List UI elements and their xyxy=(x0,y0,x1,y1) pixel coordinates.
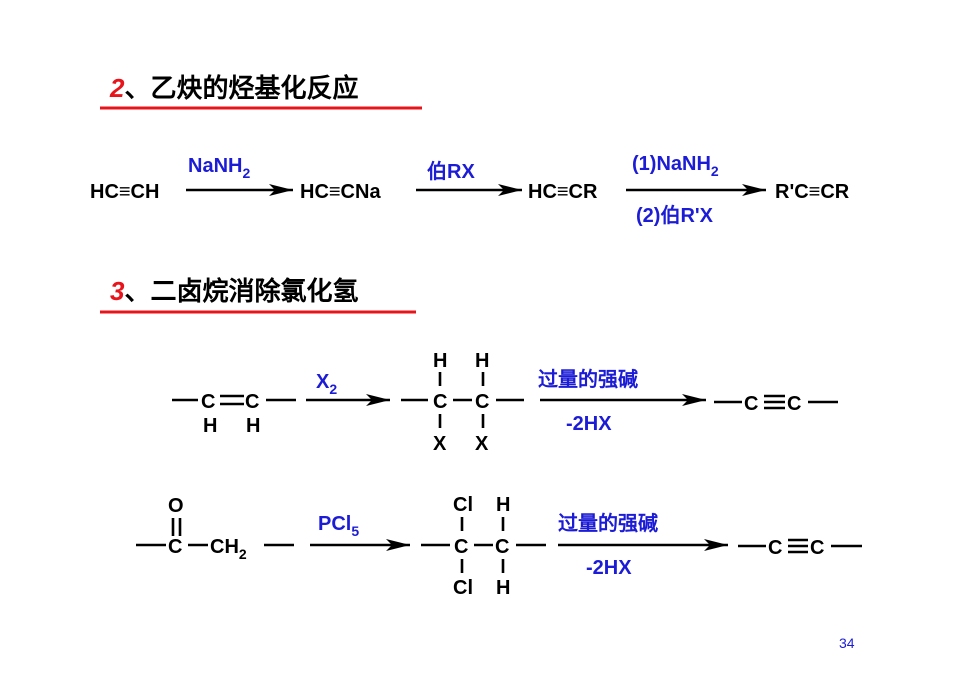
atom: H xyxy=(496,494,510,516)
dichloride-structure: Cl H C C Cl H xyxy=(421,494,546,599)
reagent-label: (1)NaNH2 xyxy=(632,153,719,179)
reagent-label: X2 xyxy=(316,371,337,397)
section-2-heading: 2、乙炔的烃基化反应 xyxy=(100,73,422,110)
atom: H xyxy=(475,350,489,372)
section-title-text: 、乙炔的烃基化反应 xyxy=(124,73,358,103)
reaction-alkene-to-alkyne: C C H H X2 H H C C X X 过量的强碱 -2HX xyxy=(172,350,838,455)
reagent-label: (2)伯R'X xyxy=(636,203,714,227)
atom: H xyxy=(433,350,447,372)
reaction-ketone-to-alkyne: O C CH2 PCl5 Cl H C C Cl H 过量 xyxy=(136,494,862,599)
section-number: 3 xyxy=(110,276,125,306)
ketone-structure: O C CH2 xyxy=(136,495,294,562)
atom: C xyxy=(744,393,758,415)
internal-alkyne: R'C≡CR xyxy=(775,181,850,203)
atom: C xyxy=(495,536,509,558)
terminal-alkyne: HC≡CR xyxy=(528,181,598,203)
reagent-label: -2HX xyxy=(586,557,632,579)
reaction-alkylation: HC≡CH NaNH2 HC≡CNa 伯RX HC≡CR (1)NaNH2 (2… xyxy=(90,153,850,227)
reagent-label: -2HX xyxy=(566,413,612,435)
atom: H xyxy=(246,415,260,437)
atom: O xyxy=(168,495,184,517)
atom: X xyxy=(433,433,447,455)
atom: C xyxy=(475,391,489,413)
reagent-label: 伯RX xyxy=(427,159,475,183)
ch2-group: CH2 xyxy=(210,536,247,562)
section-3-heading: 3、二卤烷消除氯化氢 xyxy=(100,276,416,314)
section-2-title: 2、乙炔的烃基化反应 xyxy=(109,73,358,103)
atom: C xyxy=(810,537,824,559)
section-number: 2 xyxy=(109,73,125,103)
reagent-label: 过量的强碱 xyxy=(558,511,658,535)
atom: C xyxy=(454,536,468,558)
atom: H xyxy=(203,415,217,437)
alkyne-product: C C xyxy=(738,537,862,559)
alkyne-product: C C xyxy=(714,393,838,415)
acetylene: HC≡CH xyxy=(90,181,159,203)
section-title-text: 、二卤烷消除氯化氢 xyxy=(124,276,358,306)
atom: Cl xyxy=(453,577,473,599)
reagent-label: PCl5 xyxy=(318,513,359,539)
section-3-title: 3、二卤烷消除氯化氢 xyxy=(110,276,358,306)
atom: C xyxy=(787,393,801,415)
reagent-label: NaNH2 xyxy=(188,155,250,181)
atom: Cl xyxy=(453,494,473,516)
atom: H xyxy=(496,577,510,599)
sodium-acetylide: HC≡CNa xyxy=(300,181,381,203)
atom: C xyxy=(768,537,782,559)
alkene-structure: C C H H xyxy=(172,391,296,437)
atom: C xyxy=(168,536,182,558)
reagent-label: 过量的强碱 xyxy=(538,367,638,391)
page-number: 34 xyxy=(839,635,855,651)
dihalide-structure: H H C C X X xyxy=(401,350,524,455)
atom: C xyxy=(245,391,259,413)
atom: C xyxy=(201,391,215,413)
atom: X xyxy=(475,433,489,455)
atom: C xyxy=(433,391,447,413)
